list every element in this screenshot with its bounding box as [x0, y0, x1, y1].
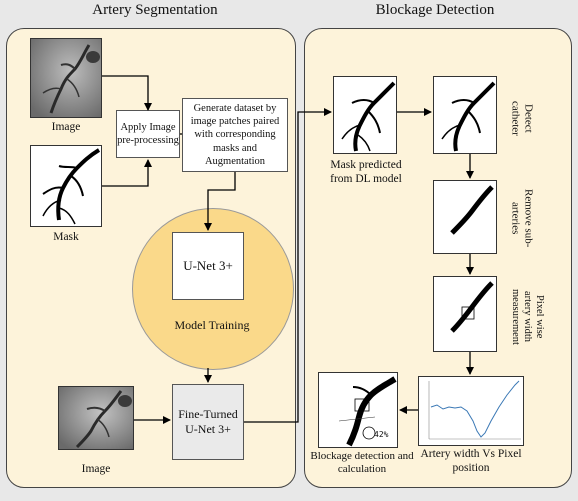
arrow-finetuned-maskpred [244, 108, 332, 423]
image-label: Image [51, 121, 81, 133]
mask-label: Mask [53, 231, 79, 243]
artery-segmentation-title: Artery Segmentation [92, 2, 218, 18]
mask-image-graphic [42, 148, 101, 225]
artery-width-plot [418, 376, 524, 446]
blockage-detection-graphic [338, 376, 397, 447]
remove-sub-arteries-label: Remove sub-arteries [509, 188, 535, 248]
arrow-mask-preprocess [102, 159, 152, 187]
detect-catheter-graphic [441, 81, 496, 152]
angiogram-image-2 [58, 386, 134, 450]
angiogram-image-2-graphic [59, 387, 133, 449]
image2-label: Image [81, 463, 111, 475]
angiogram-image-graphic [31, 39, 101, 117]
plot-label: Artery width Vs Pixel position [420, 448, 522, 474]
blockage-label: Blockage detection and calculation [310, 450, 414, 476]
arrow-dataset-unet [204, 172, 236, 231]
mask-predicted-label: Mask predicted from DL model [330, 159, 402, 185]
mask-image [30, 145, 102, 227]
arrow-image-preprocess [102, 75, 152, 111]
pixel-wise-graphic [450, 281, 494, 333]
pixel-wise-label: Pixel wise artery width measurement [510, 289, 546, 345]
mask-predicted-image [333, 76, 397, 154]
blockage-detection-title: Blockage Detection [375, 2, 495, 18]
model-training-label: Model Training [174, 318, 250, 332]
pixel-wise-image [433, 276, 497, 352]
fine-tuned-unet-box: Fine-Turned U-Net 3+ [172, 384, 244, 460]
remove-sub-arteries-image [433, 180, 497, 254]
blockage-detection-image [318, 372, 398, 448]
artery-width-plot-graphic [428, 380, 521, 440]
preprocessing-box: Apply Image pre-processing [116, 110, 180, 158]
detect-catheter-label: Detect catheter [509, 100, 535, 136]
percent-label: 42% [374, 430, 389, 439]
unet-box: U-Net 3+ [172, 232, 244, 300]
remove-sub-arteries-graphic [450, 185, 494, 235]
angiogram-image [30, 38, 102, 118]
dataset-generation-box: Generate dataset by image patches paired… [182, 98, 288, 172]
mask-predicted-graphic [341, 81, 396, 152]
detect-catheter-image [433, 76, 497, 154]
